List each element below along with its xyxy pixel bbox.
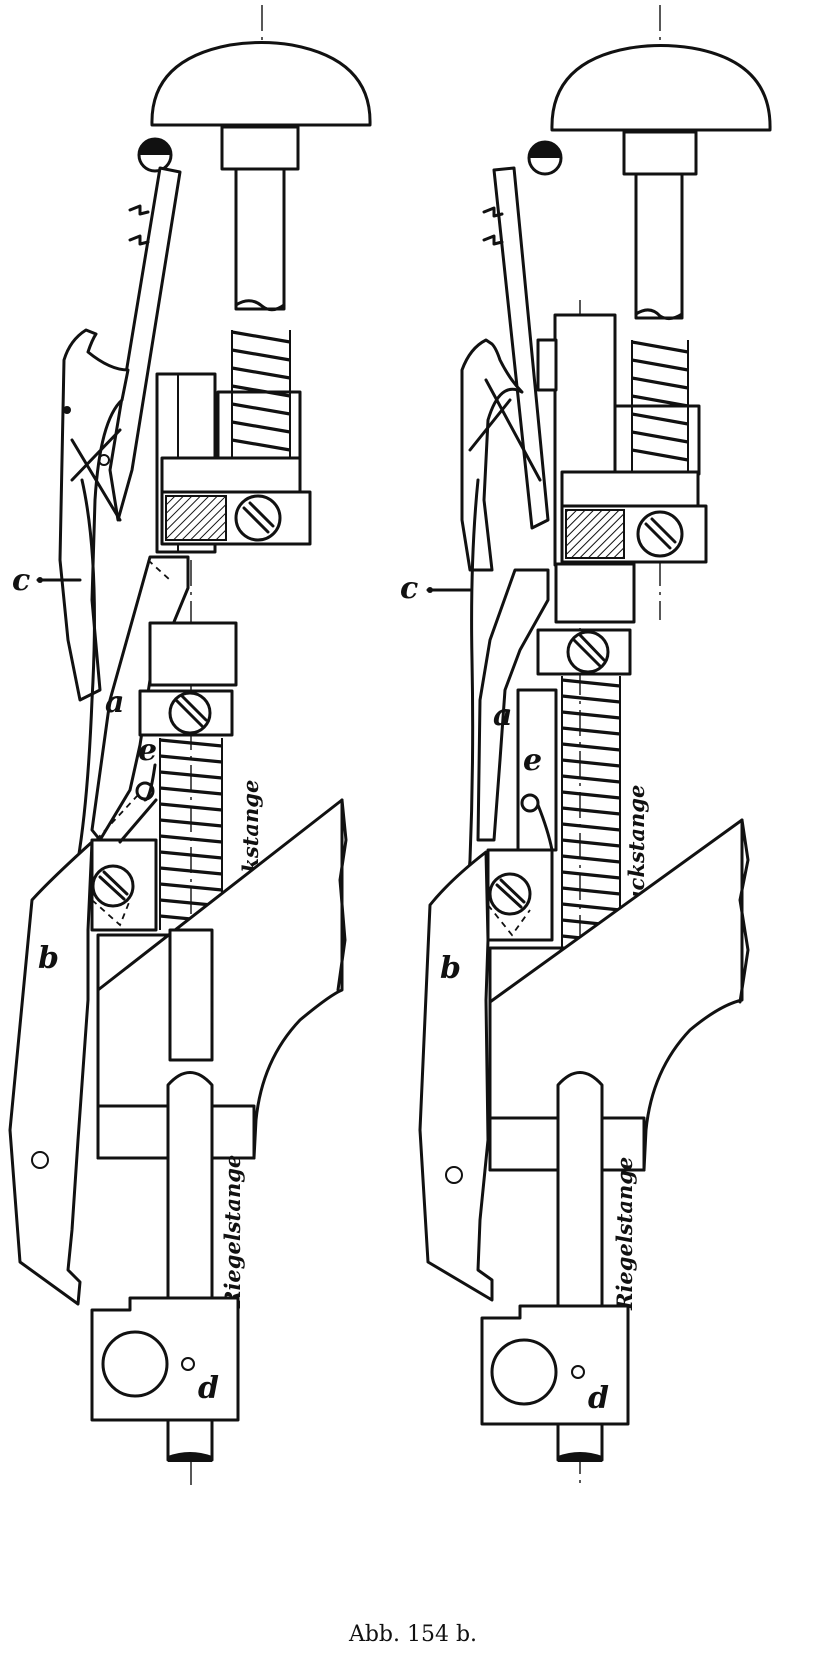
left-label-c: c bbox=[12, 563, 30, 598]
right-lower-coil-spring bbox=[561, 676, 621, 948]
left-label-d: d bbox=[198, 1371, 219, 1406]
right-label-a: a bbox=[493, 698, 512, 733]
right-label-c: c bbox=[400, 571, 418, 606]
right-label-e: e bbox=[523, 743, 542, 778]
right-upper-block bbox=[560, 470, 700, 508]
right-lever-b bbox=[418, 850, 494, 1302]
left-label-e: e bbox=[138, 733, 157, 768]
right-leaf-spring-c bbox=[492, 166, 550, 530]
right-label-d: d bbox=[588, 1381, 609, 1416]
right-mechanism-view: a c Druckstange e b Riegelstange bbox=[400, 5, 772, 1485]
left-leaf-spring-c bbox=[108, 166, 182, 522]
right-latch-screw bbox=[488, 872, 532, 916]
left-bolt-circle bbox=[101, 1330, 169, 1398]
left-collar bbox=[148, 621, 238, 687]
right-frame bbox=[488, 818, 744, 1172]
right-push-rod-upper bbox=[634, 172, 684, 320]
right-label-riegelstange: Riegelstange bbox=[612, 1157, 637, 1311]
right-upper-coil-spring bbox=[631, 340, 689, 472]
left-frame bbox=[96, 798, 344, 1160]
left-label-b: b bbox=[38, 941, 59, 976]
left-label-a: a bbox=[105, 685, 124, 720]
right-lever-a bbox=[476, 568, 550, 842]
left-upper-block bbox=[160, 456, 302, 494]
left-clamp-screw bbox=[234, 494, 282, 542]
left-rod-lower bbox=[168, 928, 214, 1062]
left-label-riegelstange: Riegelstange bbox=[220, 1155, 245, 1309]
right-collar bbox=[554, 562, 636, 624]
left-lever-b bbox=[8, 840, 94, 1306]
left-hook bbox=[58, 328, 130, 702]
figure-caption: Abb. 154 b. bbox=[348, 1622, 478, 1647]
right-spring-housing bbox=[613, 404, 701, 476]
right-clamp-screw bbox=[636, 510, 684, 558]
left-push-rod-upper bbox=[234, 167, 286, 311]
left-upper-coil-spring bbox=[231, 330, 291, 458]
right-bolt-circle bbox=[490, 1338, 558, 1406]
right-hook bbox=[460, 338, 524, 572]
right-label-b: b bbox=[440, 951, 461, 986]
left-latch-screw bbox=[91, 864, 135, 908]
left-knob-neck bbox=[220, 125, 300, 171]
right-knob bbox=[550, 44, 772, 132]
left-knob bbox=[150, 41, 372, 127]
right-knob-neck bbox=[622, 130, 698, 176]
left-mechanism-view: c a Druckstang bbox=[8, 5, 372, 1485]
right-pin-e bbox=[520, 793, 540, 813]
